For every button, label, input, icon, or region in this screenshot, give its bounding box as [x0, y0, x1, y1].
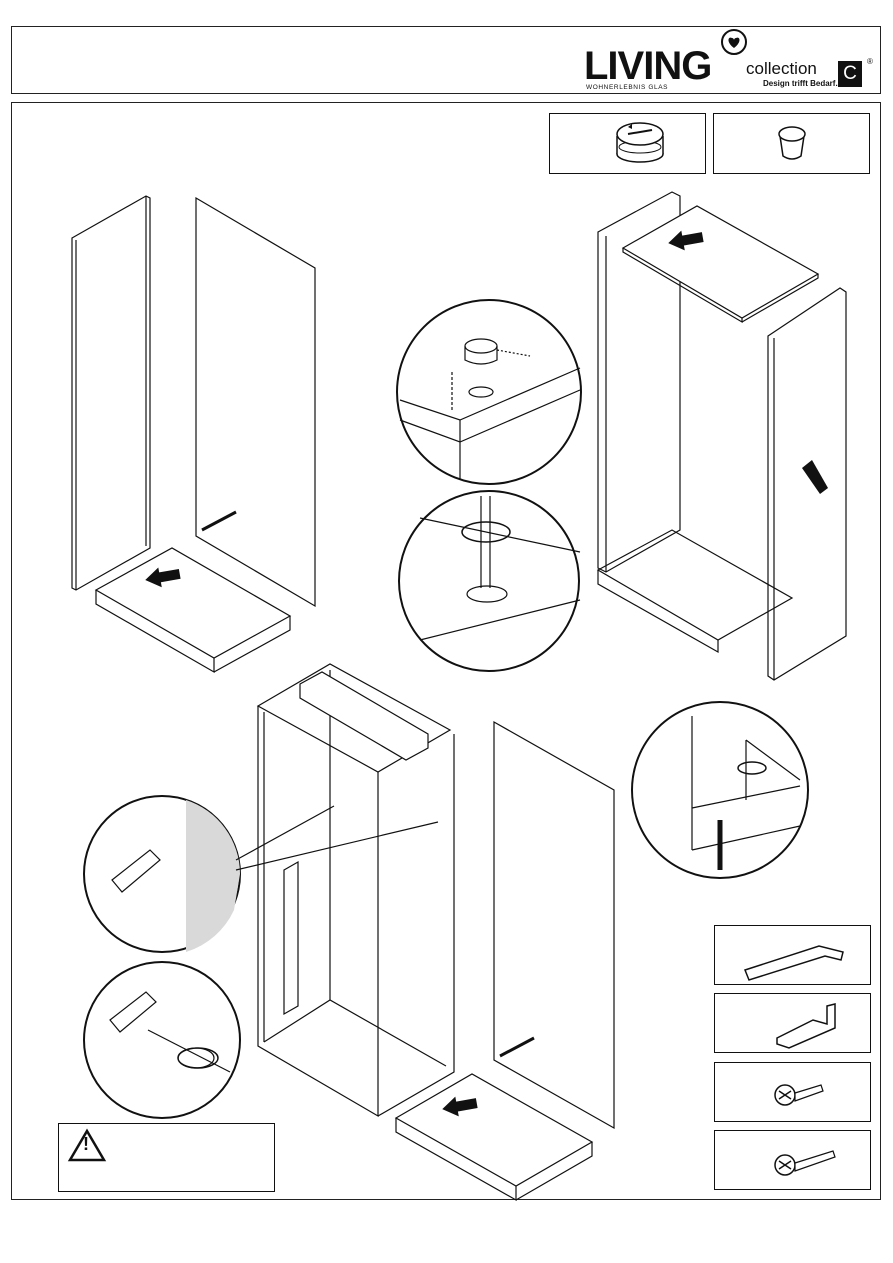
brand-name: LIVING: [584, 44, 712, 88]
part-box-hex-key: [714, 925, 871, 985]
instruction-frame: [11, 102, 881, 1200]
zoom-bracket-screw: [83, 961, 241, 1119]
warning-box: !: [58, 1123, 275, 1192]
warning-symbol: !: [83, 1134, 89, 1154]
part-box-short-screw: [714, 1062, 871, 1122]
registered-mark: ®: [867, 57, 873, 66]
step1-side-panel: [71, 195, 151, 591]
zoom-cam-insertion: [396, 299, 582, 485]
step3-cabinet: [256, 663, 615, 1202]
collection-slogan: Design trifft Bedarf.: [763, 79, 838, 88]
brand-tagline: WOHNERLEBNIS GLAS: [586, 84, 669, 91]
allen-key-icon: [744, 945, 844, 981]
zoom-cam-tighten: [398, 490, 580, 672]
step1-back-panel: [195, 196, 316, 608]
rotation-markers: [177, 521, 767, 1069]
warning-triangle-icon: [67, 1128, 107, 1162]
part-box-bracket: [714, 993, 871, 1053]
part-box-long-screw: [714, 1130, 871, 1190]
dowel-icon: [778, 126, 806, 160]
heart-circle-icon: [721, 29, 747, 55]
cam-lock-icon: [616, 122, 664, 163]
wall-shade: [186, 800, 240, 952]
step2-carcass: [596, 191, 847, 681]
collection-mark: C: [838, 61, 862, 87]
collection-label: collection: [746, 59, 817, 78]
header-frame: [11, 26, 881, 94]
long-screw-icon: [774, 1150, 836, 1176]
part-box-dowel: [713, 113, 870, 174]
short-screw-icon: [774, 1084, 824, 1106]
part-box-cam-lock: [549, 113, 706, 174]
angle-bracket-icon: [776, 1003, 836, 1049]
step1-base: [94, 547, 292, 674]
direction-arrows: [145, 230, 828, 1117]
